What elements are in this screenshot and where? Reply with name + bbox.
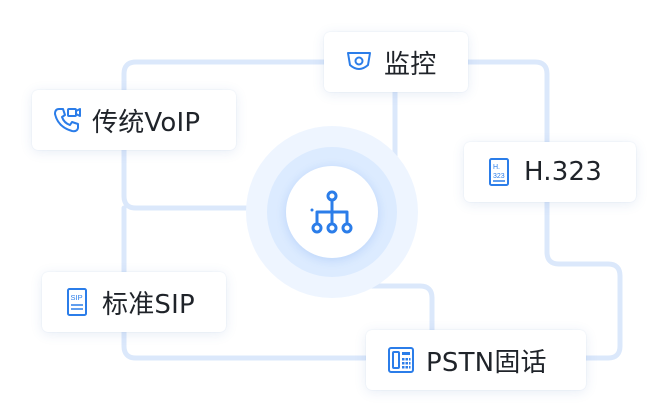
h323-icon-text-top: H. [493, 164, 500, 171]
camera-icon [344, 47, 374, 77]
node-monitor: 监控 [324, 32, 468, 92]
sip-icon-text: SIP [71, 293, 83, 302]
node-h323-label: H.323 [524, 157, 602, 187]
h323-icon-text-bottom: 323 [493, 173, 505, 180]
node-sip-label: 标准SIP [102, 289, 195, 320]
node-monitor-label: 监控 [384, 49, 437, 80]
node-voip: 传统VoIP [32, 90, 236, 150]
hub-node [286, 166, 378, 258]
node-voip-label: 传统VoIP [92, 107, 201, 138]
sip-doc-icon: SIP [62, 287, 92, 317]
desk-phone-icon [386, 345, 416, 375]
node-pstn-label: PSTN固话 [426, 347, 547, 378]
line-right-loop [392, 59, 623, 361]
line-sip-loop [121, 205, 368, 361]
node-sip: SIP 标准SIP [42, 272, 226, 332]
node-pstn: PSTN固话 [366, 330, 586, 390]
network-hierarchy-icon [310, 190, 353, 234]
h323-doc-icon: H. 323 [484, 157, 514, 187]
node-h323: H. 323 H.323 [464, 142, 636, 202]
phone-icon [52, 105, 82, 135]
